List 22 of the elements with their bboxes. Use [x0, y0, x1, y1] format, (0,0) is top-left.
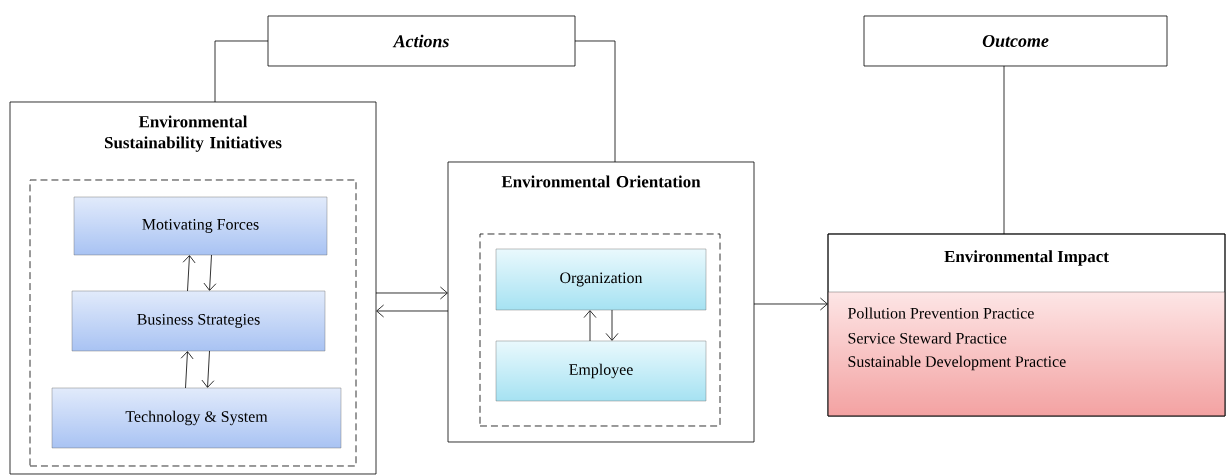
connector-line	[1003, 65, 1005, 235]
impact-box: Environmental Impact Pollution Prevention Practice Service Steward Practice Sustainable Development Practice	[827, 233, 1226, 417]
arrow	[182, 255, 196, 292]
arrow	[201, 350, 215, 388]
arrow	[180, 351, 194, 389]
arrow	[753, 297, 828, 311]
arrow	[376, 304, 449, 318]
arrow	[375, 286, 448, 300]
connector-line	[574, 40, 616, 163]
label-box: Outcome	[863, 15, 1168, 67]
process-box: Organization	[495, 248, 707, 311]
connector-line	[214, 40, 269, 103]
arrow	[605, 309, 619, 341]
dashed-group-box	[29, 179, 357, 467]
process-box: Motivating Forces	[73, 196, 328, 256]
arrow	[583, 310, 597, 342]
label-box: Actions	[267, 15, 576, 67]
dashed-group-box	[479, 233, 721, 427]
process-box: Business Strategies	[71, 290, 326, 352]
process-box: Employee	[495, 340, 707, 402]
process-box: Technology & System	[51, 387, 342, 449]
arrow	[203, 254, 217, 291]
